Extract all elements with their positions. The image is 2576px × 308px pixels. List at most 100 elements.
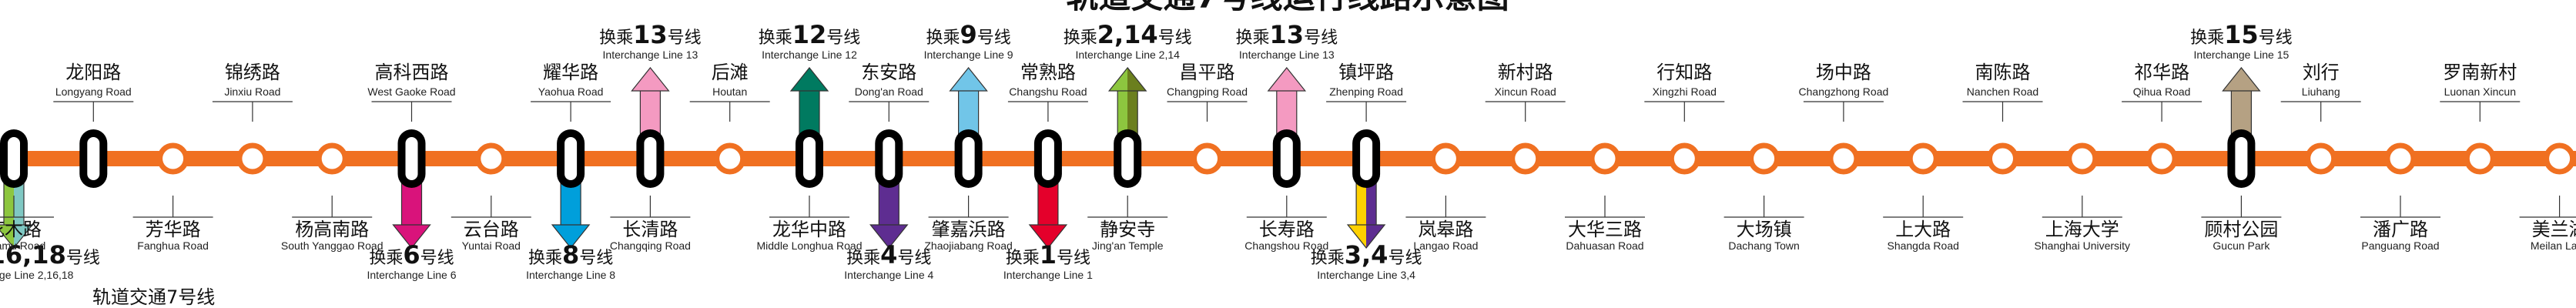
station-name-cn: 行知路: [1656, 62, 1712, 83]
transfer-label-en: Interchange Line 13: [603, 49, 698, 61]
station-circle: [1748, 142, 1780, 175]
transfer-line-number: 8: [562, 240, 579, 270]
transfer-line-2-16-18: 换乘2,16,18号线Interchange Line 2,16,18: [0, 173, 100, 281]
transfer-label-en: Interchange Line 1: [1003, 269, 1093, 281]
station[interactable]: 昌平路 Changping Road: [1167, 62, 1248, 175]
station-name-cn: 顾村公园: [2204, 219, 2278, 240]
station[interactable]: 美兰湖Meilan Lake: [2519, 142, 2576, 252]
transfer-label: 换乘1号线: [1006, 240, 1090, 270]
station-circle: [1907, 142, 1939, 175]
transfer-prefix: 换乘: [1311, 249, 1345, 268]
transfer-label: 换乘13号线: [599, 20, 702, 49]
station-name-cn: 后滩: [712, 62, 749, 83]
transfer-line-number: 13: [633, 20, 668, 49]
transfer-suffix: 号线: [1158, 28, 1192, 48]
station[interactable]: 花木路Huamu Road: [0, 129, 54, 252]
interchange-marker-core: [644, 137, 657, 180]
transfer-label-en: Interchange Line 9: [924, 49, 1013, 61]
station-name-en: Changshou Road: [1244, 239, 1328, 252]
station-name-cn: 龙阳路: [65, 62, 121, 83]
station-name-en: West Gaoke Road: [367, 85, 455, 98]
interchange-marker-core: [803, 137, 816, 180]
station-name-cn: 大场镇: [1737, 219, 1792, 240]
station-name-en: Changzhong Road: [1799, 85, 1889, 98]
station-name-cn: 长寿路: [1259, 219, 1315, 240]
station-name-en: Jing'an Temple: [1092, 239, 1164, 252]
transfer-suffix: 号线: [66, 249, 100, 268]
footnote: 轨道交通7号线: [92, 286, 215, 308]
station-name-cn: 杨高南路: [295, 219, 369, 240]
station-name-en: Liuhang: [2302, 85, 2340, 98]
station[interactable]: 龙阳路 Longyang Road: [53, 62, 134, 188]
station-name-cn: 芳华路: [146, 219, 201, 240]
station-name-cn: 祁华路: [2134, 62, 2189, 83]
station-name-cn: 肇嘉浜路: [932, 219, 1006, 240]
transfer-prefix: 换乘: [528, 249, 562, 268]
station-circle: [1509, 142, 1542, 175]
transfer-label: 换乘4号线: [846, 240, 931, 270]
transfer-label: 换乘3,4号线: [1311, 240, 1422, 270]
station-name-en: Changping Road: [1167, 85, 1248, 98]
station-name-en: Langao Road: [1413, 239, 1478, 252]
transfer-suffix: 号线: [2259, 28, 2293, 48]
transfer-suffix: 号线: [1304, 28, 1338, 48]
interchange-marker-core: [883, 137, 896, 180]
station-circle: [316, 142, 348, 175]
transfer-arrow: [392, 173, 431, 249]
station-name-cn: 昌平路: [1180, 62, 1235, 83]
station-name-en: Luonan Xincun: [2444, 85, 2516, 98]
station-name-cn: 南陈路: [1975, 62, 2031, 83]
transfer-prefix: 换乘: [369, 249, 403, 268]
station-name-cn: 耀华路: [543, 62, 598, 83]
transfer-arrow: [949, 67, 988, 144]
transfer-label-en: Interchange Line 13: [1239, 49, 1335, 61]
station-circle: [2384, 142, 2417, 175]
transfer-suffix: 号线: [668, 28, 702, 48]
station-name-en: Longyang Road: [55, 85, 132, 98]
transfer-line-number: 2,14: [1097, 20, 1158, 49]
station-name-en: Shanghai University: [2035, 239, 2131, 252]
station-name-cn: 高科西路: [375, 62, 449, 83]
station[interactable]: 高科西路 West Gaoke Road: [367, 62, 456, 188]
station-name-en: Shangda Road: [1887, 239, 1958, 252]
station-circle: [1827, 142, 1860, 175]
station-name-en: Changshu Road: [1009, 85, 1087, 98]
interchange-marker-core: [1041, 137, 1054, 180]
transfer-prefix: 换乘: [759, 28, 792, 48]
transfer-line-number: 4: [880, 240, 897, 270]
interchange-marker-core: [1360, 137, 1373, 180]
station-name-cn: 岚皋路: [1418, 219, 1473, 240]
